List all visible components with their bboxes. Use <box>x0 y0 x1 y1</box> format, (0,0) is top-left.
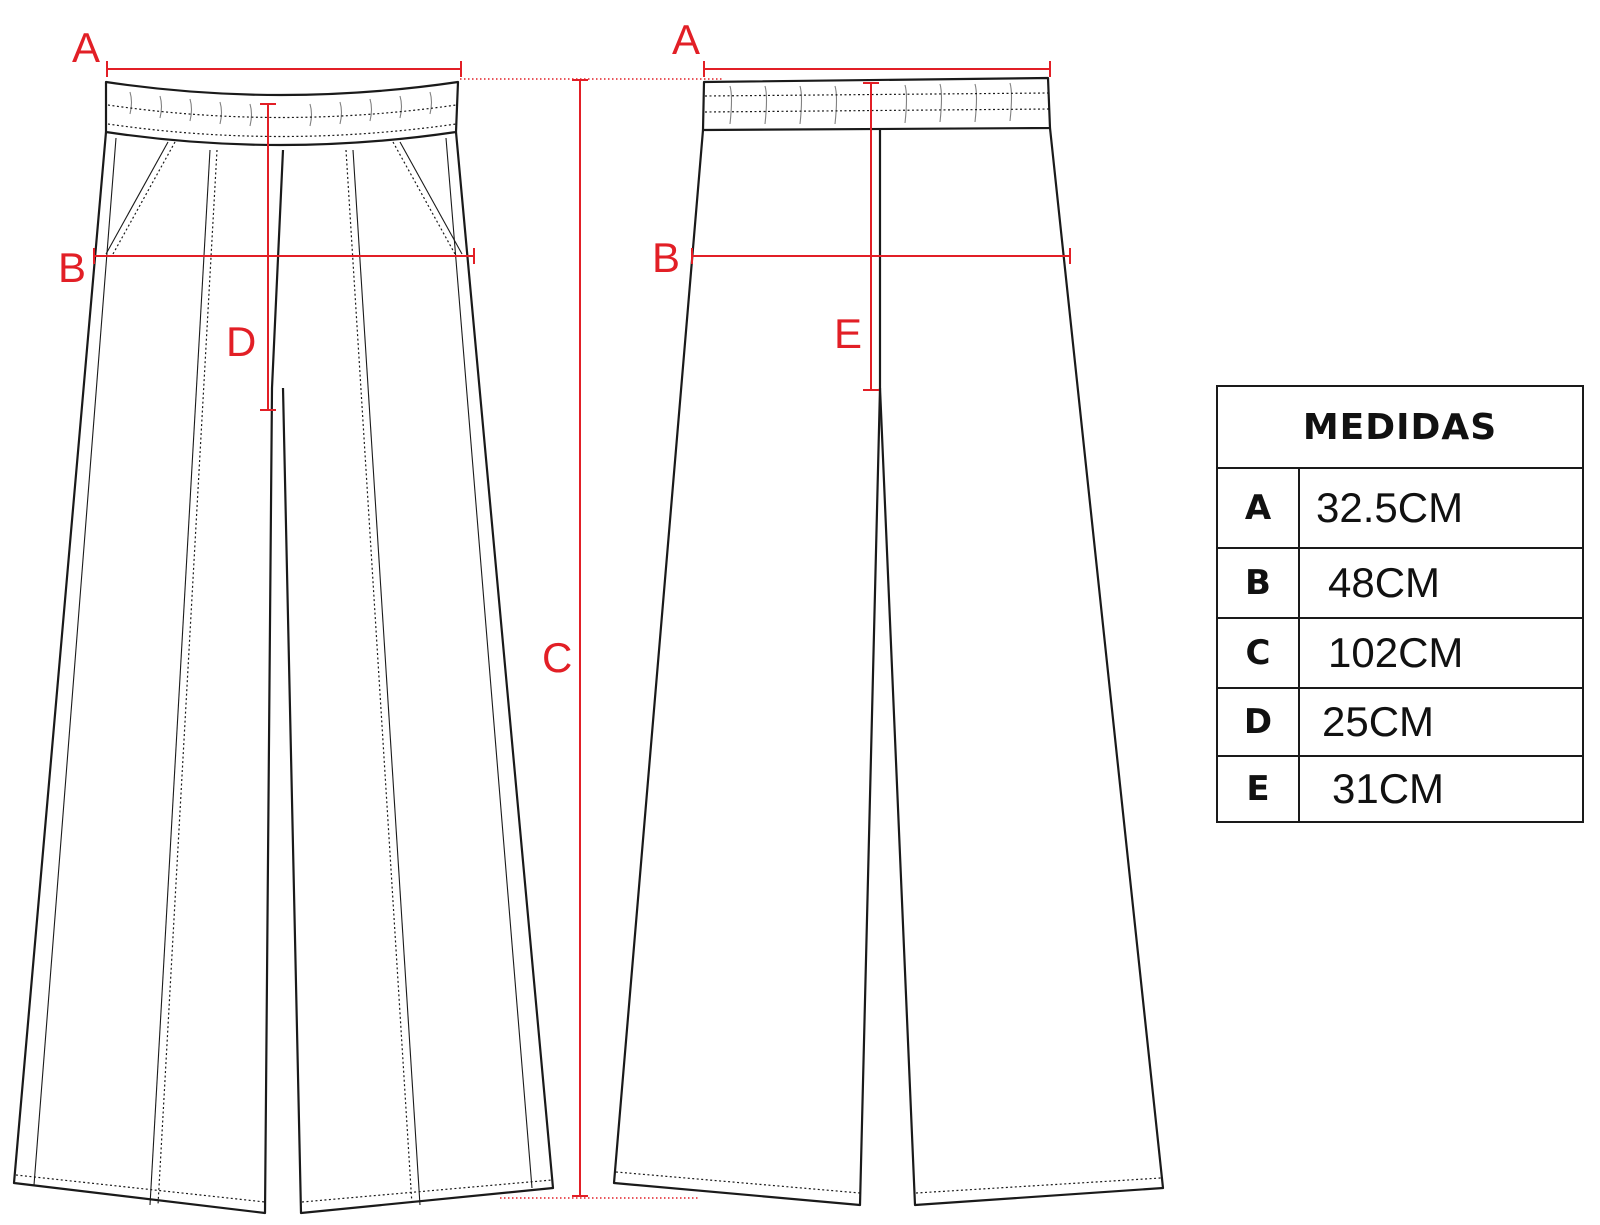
table-row-key: E <box>1218 757 1300 821</box>
table-row-e: E 31CM <box>1218 757 1582 821</box>
front-right-pocket <box>399 141 463 255</box>
back-pants <box>612 76 1165 1207</box>
front-right-pleat-seam <box>352 149 421 1206</box>
front-right-pleat-stitch <box>345 149 413 1206</box>
front-left-pocket-stitch <box>112 141 176 255</box>
table-row-d: D 25CM <box>1218 689 1582 757</box>
back-left-hem-stitch <box>615 1171 861 1194</box>
measure-labels: A B D C A B E <box>58 16 862 681</box>
back-waistband-stitch-bottom <box>704 108 1050 113</box>
table-row-key: D <box>1218 689 1300 755</box>
table-row-value: 25CM <box>1322 698 1435 745</box>
back-a-label: A <box>672 16 700 63</box>
table-row-value: 48CM <box>1328 559 1441 606</box>
front-waistband-stitch-top <box>107 104 457 119</box>
back-waistband-stitch-top <box>704 92 1049 97</box>
front-waistband-gathers <box>129 91 433 127</box>
back-right-hem-stitch <box>915 1177 1162 1194</box>
front-waistband <box>104 80 460 147</box>
table-row-a: A 32.5CM <box>1218 469 1582 549</box>
front-b-label: B <box>58 244 86 291</box>
front-pants <box>12 80 555 1215</box>
front-d-label: D <box>226 318 256 365</box>
back-waistband <box>701 76 1052 132</box>
back-waistband-gathers <box>729 82 1013 125</box>
back-left-leg <box>612 129 882 1207</box>
front-left-leg <box>12 131 285 1215</box>
front-right-hem-stitch <box>301 1179 553 1203</box>
front-right-leg <box>281 131 555 1215</box>
back-right-leg <box>878 127 1165 1207</box>
front-left-pleat-seam <box>149 149 211 1206</box>
measure-lines <box>93 61 1071 1199</box>
table-row-value: 32.5CM <box>1316 484 1464 531</box>
table-row-key: B <box>1218 549 1300 617</box>
front-c-label: C <box>542 634 572 681</box>
back-e-label: E <box>834 310 862 357</box>
front-right-pocket-stitch <box>392 141 456 255</box>
table-row-c: C 102CM <box>1218 619 1582 689</box>
front-left-pocket <box>105 141 169 255</box>
front-a-label: A <box>72 24 100 71</box>
table-row-b: B 48CM <box>1218 549 1582 619</box>
front-right-side-seam <box>445 137 533 1189</box>
front-left-pleat-stitch <box>157 149 218 1206</box>
table-title: MEDIDAS <box>1218 387 1582 469</box>
back-b-label: B <box>652 234 680 281</box>
table-row-value: 31CM <box>1332 765 1445 812</box>
front-left-hem-stitch <box>15 1174 266 1203</box>
table-row-value: 102CM <box>1328 629 1464 676</box>
front-left-side-seam <box>33 137 117 1186</box>
table-row-key: A <box>1218 469 1300 547</box>
front-waistband-stitch-bottom <box>107 123 457 138</box>
table-row-key: C <box>1218 619 1300 687</box>
measurements-table: MEDIDAS A 32.5CM B 48CM C 102CM D 25CM E… <box>1216 385 1584 823</box>
